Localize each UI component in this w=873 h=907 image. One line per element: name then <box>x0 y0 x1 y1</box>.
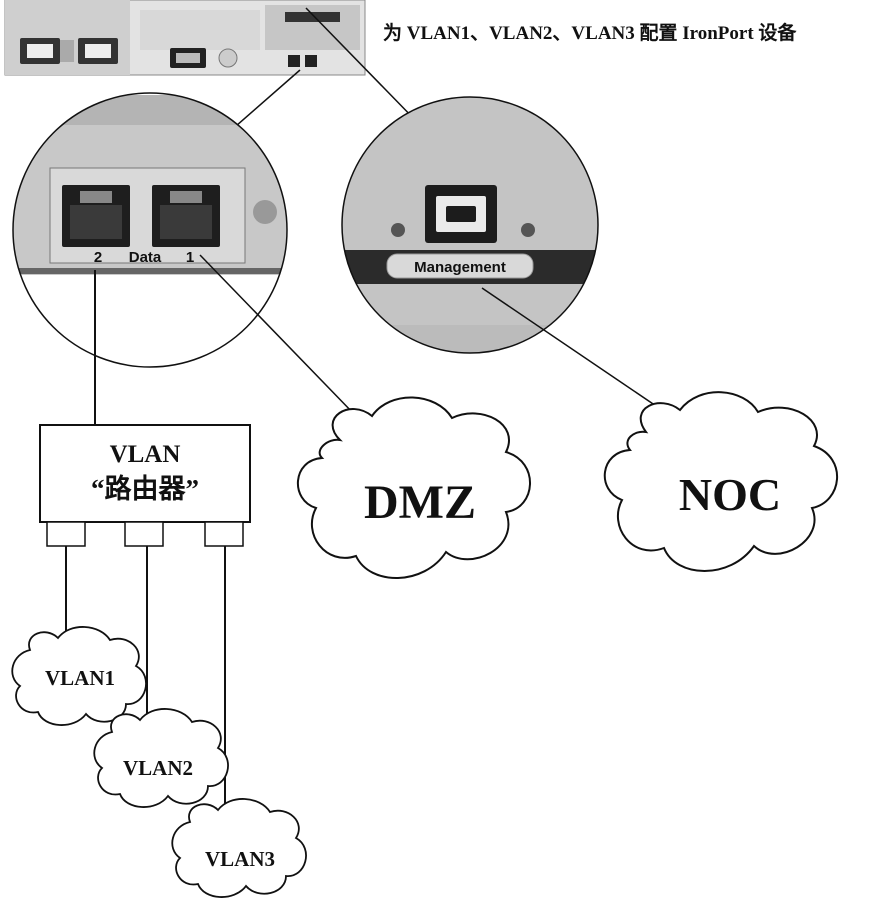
appliance-rear-panel <box>4 0 366 76</box>
line-port1-to-dmz <box>199 254 356 416</box>
vlan2-cloud: VLAN2 <box>93 708 229 808</box>
management-port-zoom: Management <box>341 96 599 354</box>
vlan1-cloud: VLAN1 <box>11 626 147 726</box>
zoom-line-management <box>305 7 421 126</box>
data-port-1-label: 1 <box>186 249 194 266</box>
router-label-line1: VLAN <box>110 441 181 468</box>
router-label-line2: “路由器” <box>91 473 199 504</box>
data-ports-zoom: 2 Data 1 <box>12 92 288 368</box>
data-port-2-label: 2 <box>94 249 102 266</box>
vlan3-label: VLAN3 <box>205 847 275 871</box>
line-management-to-noc <box>481 287 663 411</box>
data-label: Data <box>129 249 162 266</box>
dmz-label: DMZ <box>364 476 476 529</box>
diagram-title: 为 VLAN1、VLAN2、VLAN3 配置 IronPort 设备 <box>383 23 797 44</box>
dmz-cloud: DMZ <box>297 396 531 579</box>
noc-cloud: NOC <box>603 391 839 572</box>
vlan1-label: VLAN1 <box>45 666 115 690</box>
vlan-router: VLAN “路由器” <box>39 424 251 547</box>
management-label: Management <box>414 259 506 276</box>
vlan2-label: VLAN2 <box>123 756 193 780</box>
noc-label: NOC <box>679 469 781 520</box>
vlan3-cloud: VLAN3 <box>171 798 307 898</box>
